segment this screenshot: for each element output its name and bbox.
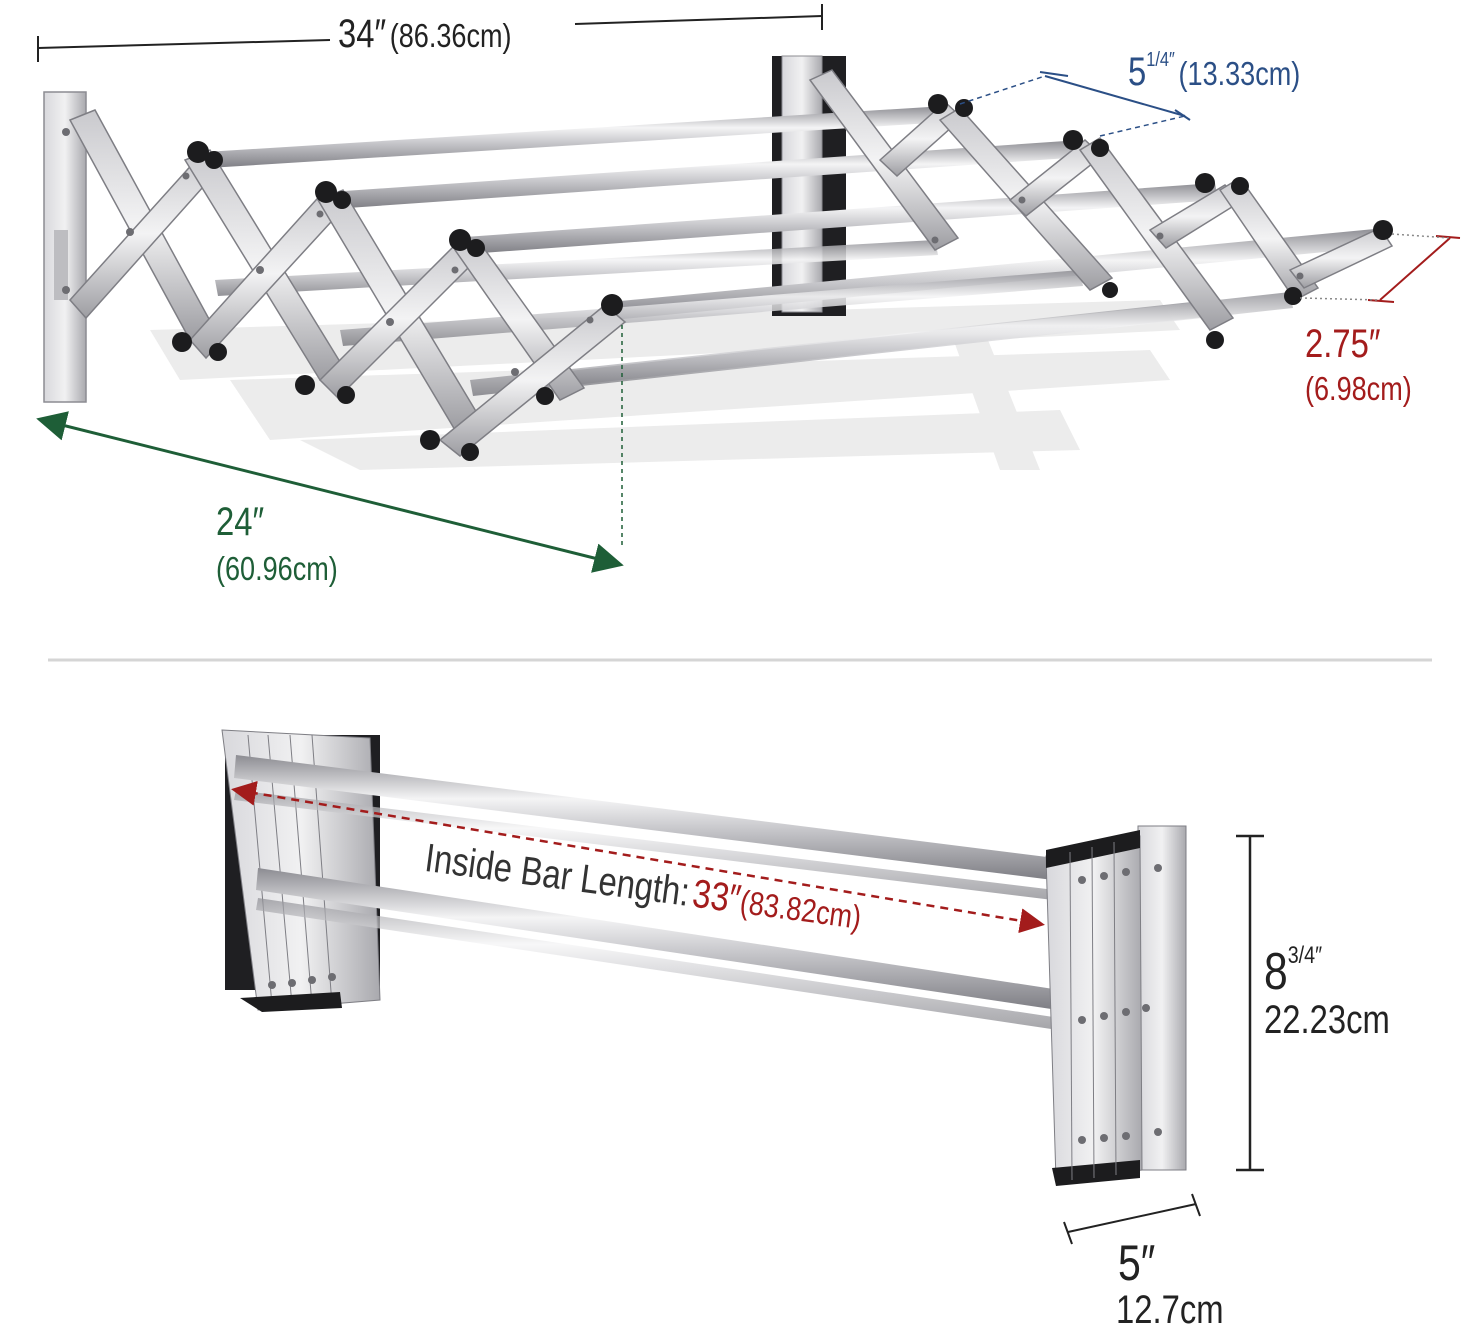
extension-dimension-line	[36, 325, 624, 573]
bar-spacing-dimension-line	[959, 71, 1191, 137]
end-cap-metric: (6.98cm)	[1305, 370, 1412, 407]
width-metric: (86.36cm)	[389, 17, 512, 54]
rivets	[126, 172, 1304, 376]
folded-right-bracket	[1137, 825, 1187, 1171]
rubber-end-caps	[172, 94, 1393, 461]
width-dimension-line	[37, 4, 823, 62]
height-whole: 8	[1264, 943, 1288, 1001]
depth-dimension-line	[1063, 1193, 1201, 1245]
height-imperial-label: 83/4″	[1264, 943, 1322, 1001]
folded-rack	[221, 729, 1187, 1186]
bar-spacing-whole: 5	[1128, 50, 1147, 94]
height-metric: 22.23cm	[1264, 998, 1390, 1042]
extension-metric: (60.96cm)	[216, 550, 338, 587]
width-imperial: 34″	[338, 12, 387, 56]
extension-imperial: 24″	[216, 500, 265, 544]
bar-spacing-fraction: 1/4″	[1146, 49, 1175, 71]
bar-spacing-metric: (13.33cm)	[1178, 55, 1301, 92]
inside-bar-imperial: 33″	[689, 871, 744, 922]
height-dimension-line	[1236, 834, 1264, 1172]
width-label: 34″ (86.36cm)	[338, 14, 512, 54]
left-wall-bracket	[43, 91, 87, 403]
inside-bar-dimension-line	[231, 780, 1045, 934]
end-cap-dimension-line	[1299, 233, 1461, 303]
height-fraction: 3/4″	[1287, 942, 1323, 969]
end-cap-imperial: 2.75″	[1305, 322, 1381, 366]
depth-metric: 12.7cm	[1116, 1288, 1224, 1332]
depth-imperial: 5″	[1118, 1235, 1156, 1291]
bar-spacing-label: 51/4″ (13.33cm)	[1128, 49, 1301, 94]
scissor-arms-rear	[808, 69, 1394, 331]
